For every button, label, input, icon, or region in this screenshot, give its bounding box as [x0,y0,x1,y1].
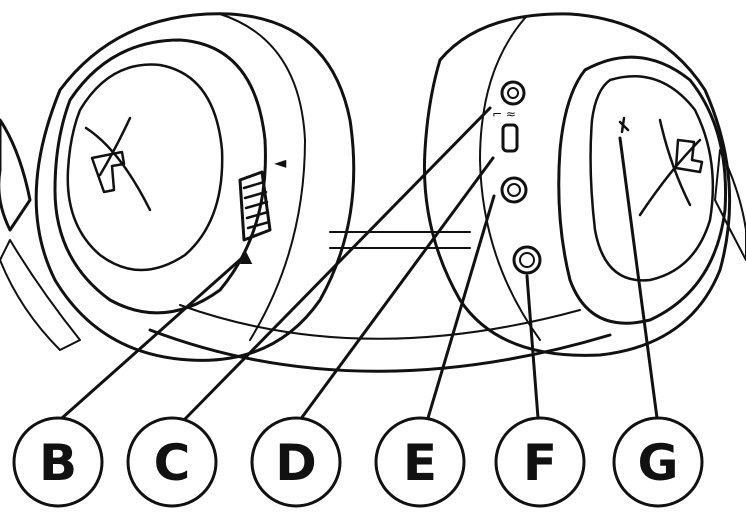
leader-line-e [426,194,496,420]
callout-circle-d [250,416,342,508]
headset-illustration: ◄ ▲ ⌐ ≈ [0,12,746,422]
callout-circle-e [374,416,466,508]
callout-letter-f: F [523,434,557,492]
leader-lines [60,106,659,422]
left-earcup-ridge [219,13,306,341]
power-button-icon [512,245,542,275]
leader-line-b [60,256,244,420]
right-cushion [557,55,728,325]
mic-mute-indicator-icon [618,116,630,134]
leader-line-f [525,274,540,420]
headband-inner [179,304,581,340]
callout-letter-b: B [39,434,77,492]
svg-text:◄: ◄ [274,153,287,172]
callout-circle-f [494,416,586,508]
leader-line-c [182,106,492,422]
callout-circle-c [126,416,218,508]
callout-letter-c: C [154,434,191,492]
left-inner-plate [66,63,224,272]
leader-line-d [298,156,495,422]
right-inner-plate [589,75,715,282]
right-earcup-ridge [479,17,541,341]
callout-circle-b [12,416,104,508]
right-slider [714,149,746,261]
headband-edge [329,231,471,249]
callout-letter-g: G [637,434,678,492]
left-slider-lower [0,239,81,351]
usb-c-port-icon [501,123,519,153]
callouts [12,416,704,508]
callout-letter-e: E [403,434,437,492]
right-logo-icon [638,118,704,217]
callout-letter-d: D [275,434,317,492]
leader-line-g [618,136,659,420]
headphone-jack-icon [500,176,528,204]
left-cushion [53,38,267,315]
port-label-glyphs: ⌐ ≈ [492,107,516,121]
left-earcup-shell [34,12,356,362]
svg-text:▲: ▲ [240,247,253,266]
left-logo-icon [84,116,152,212]
microphone-port-icon [500,80,526,106]
right-earcup-shell [422,12,732,357]
left-slider [0,118,32,232]
volume-wheel-icon: ◄ ▲ [238,153,287,266]
callout-letters: B C D E F G [39,434,679,492]
callout-circle-g [612,416,704,508]
